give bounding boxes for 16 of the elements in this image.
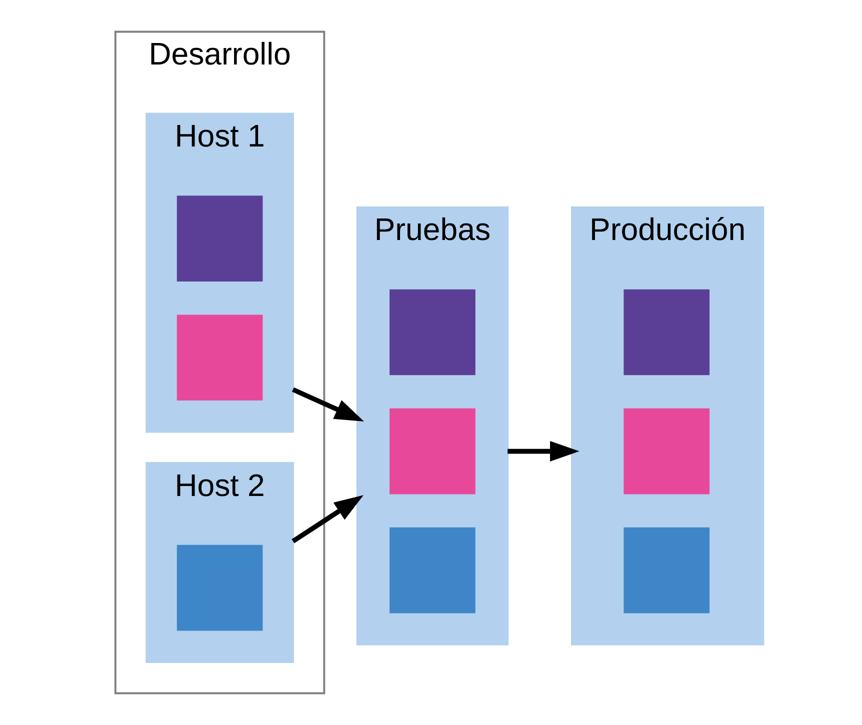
node-box: [389, 289, 475, 376]
arrow: [291, 387, 364, 422]
arrow: [507, 441, 579, 462]
arrow: [291, 495, 364, 544]
node-box: [623, 289, 710, 376]
node-box: [623, 408, 710, 494]
node-box: [176, 196, 262, 282]
cluster: Host 1: [145, 112, 294, 433]
node-box: [623, 527, 710, 614]
node-box: [389, 527, 475, 614]
cluster: Host 2: [145, 462, 294, 663]
cluster: Producción: [570, 206, 764, 646]
cluster: Pruebas: [356, 206, 508, 646]
node-box: [176, 314, 262, 401]
node-box: [389, 408, 475, 494]
node-box: [176, 544, 262, 631]
